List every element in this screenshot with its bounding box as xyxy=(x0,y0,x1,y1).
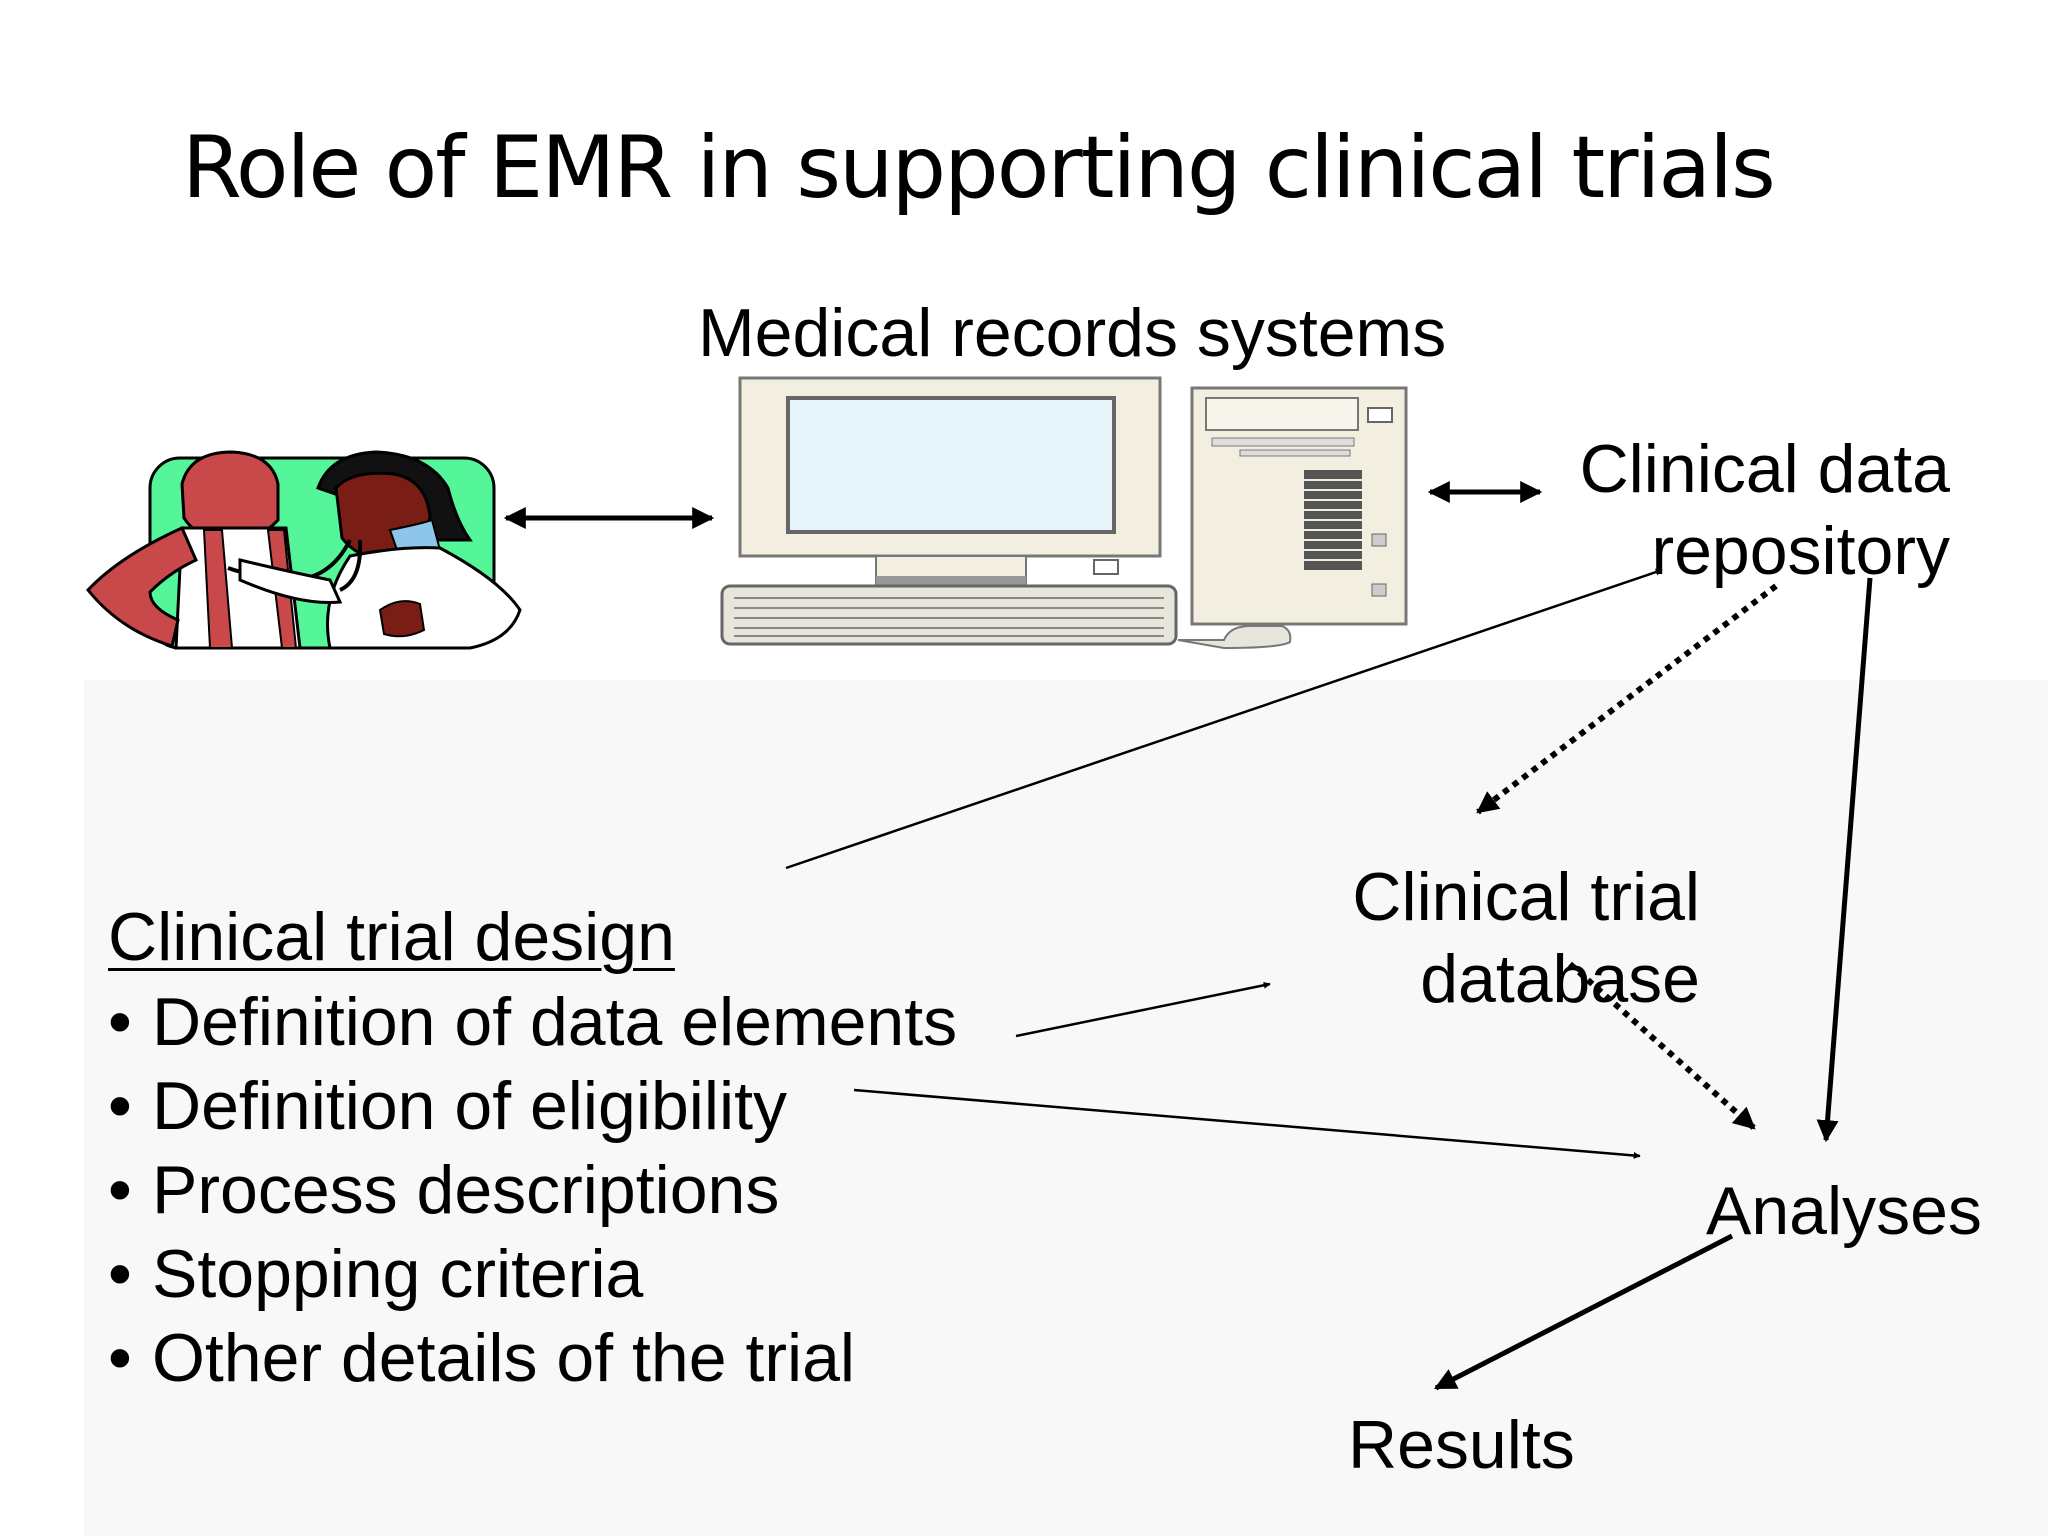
repository-line-2: repository xyxy=(1651,513,1950,589)
trial-db-line-2: database xyxy=(1420,941,1700,1017)
list-item: •Definition of data elements xyxy=(108,984,958,1060)
trial-db-line-1: Clinical trial xyxy=(1352,859,1700,935)
arrow-repository-to-analyses xyxy=(1816,577,1873,1143)
design-items-list: •Definition of data elements •Definition… xyxy=(108,980,957,1400)
analyses-label: Analyses xyxy=(1706,1173,1982,1249)
list-item: •Process descriptions xyxy=(108,1152,780,1228)
clinical-trial-database-label: Clinical trial database xyxy=(1270,856,1700,1020)
doctor-patient-icon xyxy=(86,450,522,650)
desktop-computer-icon xyxy=(720,376,1408,650)
arrow-design-to-analyses xyxy=(853,1088,1641,1159)
arrow-design-to-trial-db xyxy=(1015,981,1271,1038)
repository-line-1: Clinical data xyxy=(1579,431,1950,507)
arrow-trial-db-to-analyses xyxy=(1568,961,1756,1131)
results-label: Results xyxy=(1348,1407,1575,1483)
list-item: •Other details of the trial xyxy=(108,1320,856,1396)
slide-title: Role of EMR in supporting clinical trial… xyxy=(182,118,1776,218)
arrow-design-to-repository xyxy=(785,568,1663,870)
medical-records-label: Medical records systems xyxy=(698,295,1447,371)
list-item: •Definition of eligibility xyxy=(108,1068,787,1144)
arrow-repository-to-trial-db xyxy=(1476,583,1778,815)
clinical-data-repository-label: Clinical data repository xyxy=(1520,428,1950,592)
list-item: •Stopping criteria xyxy=(108,1236,644,1312)
clinical-trial-design-heading: Clinical trial design xyxy=(108,899,675,975)
arrow-analyses-to-results xyxy=(1434,1233,1734,1391)
